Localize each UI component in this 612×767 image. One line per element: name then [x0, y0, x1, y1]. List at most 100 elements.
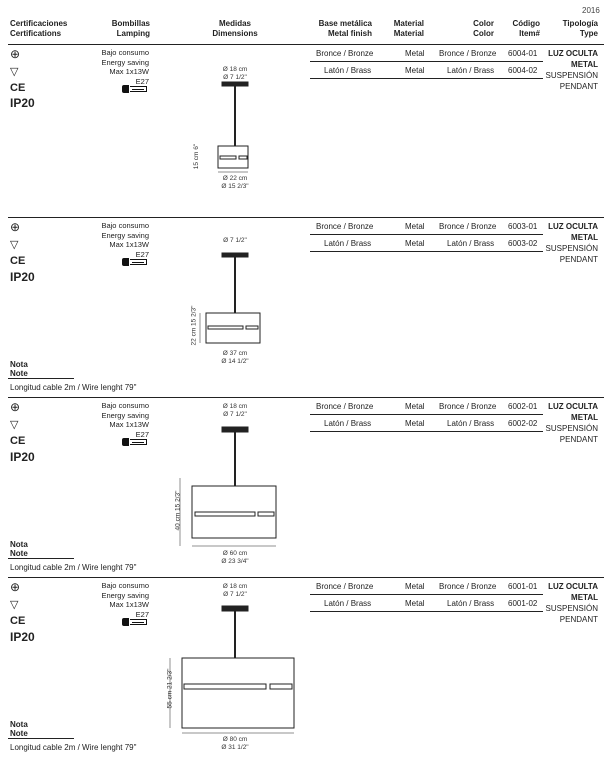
type-line-2: METAL — [571, 233, 598, 242]
color-cell: Latón / Brass — [447, 239, 495, 248]
finish-cell: Latón / Brass — [324, 239, 372, 248]
finish-cell: Latón / Brass — [324, 599, 372, 608]
canopy-dimension-cm: Ø 18 cm — [222, 403, 248, 410]
lamping-line-1: Bajo consumo — [101, 48, 149, 57]
color-cell: Latón / Brass — [447, 419, 495, 428]
finish-cell: Bronce / Bronze — [316, 222, 374, 231]
lamping-line-2: Energy saving — [101, 57, 149, 67]
pendant-lamp-drawing-6004 — [217, 81, 249, 173]
canopy-dimension: Ø 18 cm Ø 7 1/2" — [210, 583, 260, 599]
lamping-line-3: Max 1x13W E27 — [109, 67, 149, 86]
width-dimension-in: Ø 23 3/4" — [221, 558, 249, 565]
lamping-info: Bajo consumo Energy saving Max 1x13W E27 — [101, 581, 149, 619]
header-dimensions-en: Dimensions — [212, 29, 258, 38]
ce-mark-icon: CE — [10, 255, 26, 267]
code-cell: 6003-02 — [508, 239, 538, 248]
cable-length-note: Longitud cable 2m / Wire lenght 79" — [10, 383, 137, 392]
note-rule — [8, 378, 74, 379]
header-dimensions-es: Medidas — [218, 19, 251, 28]
color-cell: Bronce / Bronze — [439, 49, 497, 58]
table-rule — [310, 78, 543, 79]
type-line-1: LUZ OCULTA — [548, 402, 598, 411]
width-dimension: Ø 80 cm Ø 31 1/2" — [205, 736, 265, 752]
canopy-dimension: Ø 18 cm Ø 7 1/2" — [210, 403, 260, 419]
material-cell: Metal — [405, 599, 425, 608]
triangle-f-mark-icon: ▽ — [10, 419, 19, 431]
material-cell: Metal — [405, 419, 425, 428]
canopy-dimension-in: Ø 7 1/2" — [223, 411, 247, 418]
finish-cell: Bronce / Bronze — [316, 49, 374, 58]
finish-cell: Bronce / Bronze — [316, 582, 374, 591]
finish-cell: Bronce / Bronze — [316, 402, 374, 411]
earth-symbol-icon: ⊕ — [10, 400, 21, 414]
code-cell: 6001-02 — [508, 599, 538, 608]
lamping-line-1: Bajo consumo — [101, 221, 149, 230]
header-material-es: Material — [393, 19, 424, 28]
note-label: Nota Note — [10, 360, 28, 378]
finish-cell: Latón / Brass — [324, 66, 372, 75]
type-line-2: METAL — [571, 60, 598, 69]
triangle-f-mark-icon: ▽ — [10, 239, 19, 251]
header-color-en: Color — [473, 29, 494, 38]
lamping-line-1: Bajo consumo — [101, 401, 149, 410]
width-dimension-in: Ø 14 1/2" — [221, 358, 249, 365]
lamping-line-3: Max 1x13W E27 — [109, 600, 149, 619]
header-finish-en: Metal finish — [327, 29, 372, 38]
canopy-dimension-cm: Ø 18 cm — [222, 583, 248, 590]
width-dimension: Ø 60 cm Ø 23 3/4" — [205, 550, 265, 566]
header-material-en: Material — [393, 29, 424, 38]
width-dimension: Ø 37 cm Ø 14 1/2" — [205, 350, 265, 366]
type-line-3: SUSPENSIÓN — [545, 244, 598, 253]
type-line-4: PENDANT — [559, 82, 598, 91]
header-type-es: Tipología — [562, 19, 598, 28]
note-label-es: Nota — [10, 540, 28, 549]
table-rule — [310, 251, 543, 252]
material-cell: Metal — [405, 222, 425, 231]
type-line-1: LUZ OCULTA — [548, 582, 598, 591]
type-line-4: PENDANT — [559, 435, 598, 444]
header-color: Color Color — [450, 19, 494, 39]
material-cell: Metal — [405, 582, 425, 591]
lamping-info: Bajo consumo Energy saving Max 1x13W E27 — [101, 48, 149, 86]
note-label-es: Nota — [10, 720, 28, 729]
header-dimensions: Medidas Dimensions — [200, 19, 270, 39]
header-finish-es: Base metálica — [318, 19, 372, 28]
code-cell: 6004-01 — [508, 49, 538, 58]
cable-length-note: Longitud cable 2m / Wire lenght 79" — [10, 563, 137, 572]
width-dimension-cm: Ø 60 cm — [222, 550, 248, 557]
bulb-icon — [122, 618, 148, 626]
header-item-es: Código — [512, 19, 540, 28]
type-line-2: METAL — [571, 413, 598, 422]
cable-length-note: Longitud cable 2m / Wire lenght 79" — [10, 743, 137, 752]
ip-rating: IP20 — [10, 450, 35, 464]
note-label-en: Note — [10, 729, 28, 738]
bulb-icon — [122, 438, 148, 446]
type-line-4: PENDANT — [559, 615, 598, 624]
canopy-dimension: Ø 18 cm Ø 7 1/2" — [210, 66, 260, 82]
triangle-f-mark-icon: ▽ — [10, 66, 19, 78]
ip-rating: IP20 — [10, 96, 35, 110]
bulb-icon — [122, 85, 148, 93]
note-label-en: Note — [10, 369, 28, 378]
note-label: Nota Note — [10, 720, 28, 738]
material-cell: Metal — [405, 402, 425, 411]
code-cell: 6002-02 — [508, 419, 538, 428]
header-type: Tipología Type — [550, 19, 598, 39]
canopy-dimension-in: Ø 7 1/2" — [223, 591, 247, 598]
table-rule — [310, 431, 543, 432]
code-cell: 6003-01 — [508, 222, 538, 231]
note-label-es: Nota — [10, 360, 28, 369]
lamping-line-2: Energy saving — [101, 410, 149, 420]
lamping-line-3: Max 1x13W E27 — [109, 240, 149, 259]
canopy-dimension-in: Ø 7 1/2" — [223, 237, 247, 244]
year-label: 2016 — [582, 6, 600, 15]
bulb-icon — [122, 258, 148, 266]
note-label: Nota Note — [10, 540, 28, 558]
type-line-1: LUZ OCULTA — [548, 49, 598, 58]
header-finish: Base metálica Metal finish — [300, 19, 372, 39]
canopy-dimension: Ø 7 1/2" — [210, 237, 260, 245]
note-rule — [8, 558, 74, 559]
earth-symbol-icon: ⊕ — [10, 220, 21, 234]
lamping-info: Bajo consumo Energy saving Max 1x13W E27 — [101, 221, 149, 259]
header-lamping-en: Lamping — [116, 29, 150, 38]
